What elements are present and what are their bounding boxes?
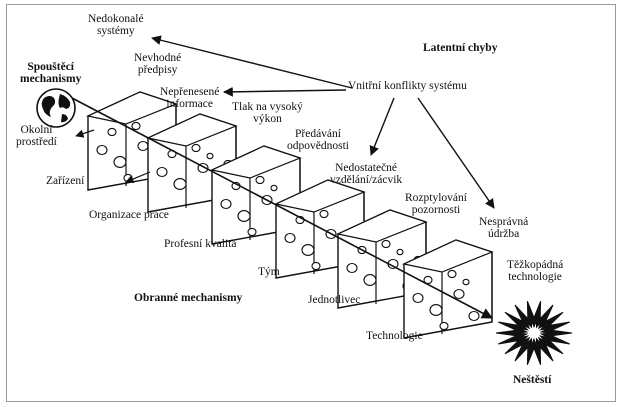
cheese-hole [237, 210, 251, 222]
cheese-hole [206, 152, 214, 160]
cheese-hole [346, 262, 358, 274]
cheese-slices [86, 91, 494, 339]
layer-work-organization: Organizace práce [89, 209, 169, 221]
cause-bad-maintenance: Nesprávná údržba [479, 216, 529, 240]
diagram-frame [6, 4, 616, 402]
cause-distraction: Rozptylování pozornosti [405, 192, 467, 216]
cheese-slice [86, 91, 178, 191]
cheese-hole [311, 261, 321, 271]
cause-insufficient-training: Nedostatečné vzdělání/zácvik [330, 162, 403, 186]
cheese-hole [156, 166, 168, 178]
cheese-hole [429, 304, 443, 316]
cheese-hole [113, 156, 127, 168]
cheese-hole [363, 274, 377, 286]
trigger-equipment: Zařízení [46, 175, 85, 187]
cheese-hole [137, 140, 149, 152]
layer-team: Tým [258, 266, 280, 278]
cheese-hole [396, 248, 404, 256]
cheese-hole [453, 288, 465, 300]
cheese-hole [319, 209, 329, 219]
cheese-hole [131, 121, 141, 131]
cheese-hole [381, 239, 391, 249]
cheese-hole [447, 269, 457, 279]
cheese-hole [439, 321, 449, 331]
conflict-arrows [151, 35, 495, 209]
trigger-arrows [75, 129, 151, 183]
layer-technology: Technologie [366, 330, 423, 342]
arrow-environment [75, 129, 95, 138]
cheese-hole [107, 127, 117, 137]
explosion-icon [495, 301, 573, 365]
trigger-environment: Okolní prostředí [16, 124, 57, 148]
cheese-hole [468, 310, 480, 322]
cause-bad-regulations: Nevhodné předpisy [134, 52, 182, 76]
accident-trajectory-arrow [71, 97, 493, 319]
cheese-hole [270, 184, 278, 192]
arrow-equipment [125, 171, 151, 183]
accident-label: Neštěstí [513, 374, 552, 386]
cheese-hole [191, 143, 201, 153]
cheese-hole [255, 175, 265, 185]
arrow-to-information [223, 86, 347, 97]
arrow-to-training [369, 97, 395, 156]
globe-icon [36, 88, 76, 128]
cheese-hole [284, 232, 296, 244]
triggers-heading: Spouštěcí mechanismy [20, 61, 82, 85]
source-conflict-label: Vnitřní konflikty systému [348, 80, 467, 92]
cause-handover: Předávání odpovědnosti [287, 128, 349, 152]
layer-individual: Jednotlivec [308, 294, 361, 306]
cheese-hole [247, 227, 257, 237]
cause-untransferred-info: Nepřenesené informace [160, 86, 220, 110]
layer-professional-quality: Profesní kvalita [164, 238, 237, 250]
cheese-hole [220, 198, 232, 210]
cheese-hole [412, 292, 424, 304]
cheese-hole [301, 244, 315, 256]
cheese-hole [462, 278, 470, 286]
arrow-to-systems [151, 35, 353, 89]
cheese-slice [402, 239, 494, 339]
cause-performance-pressure: Tlak na vysoký výkon [232, 101, 303, 125]
defense-heading: Obranné mechanismy [134, 292, 243, 304]
cause-clumsy-technology: Těžkopádná technologie [507, 259, 564, 283]
cause-imperfect-systems: Nedokonalé systémy [88, 13, 144, 37]
cheese-hole [96, 144, 108, 156]
cheese-hole [173, 178, 187, 190]
latent-errors-heading: Latentní chyby [423, 42, 498, 54]
arrow-to-maintenance [417, 97, 495, 209]
